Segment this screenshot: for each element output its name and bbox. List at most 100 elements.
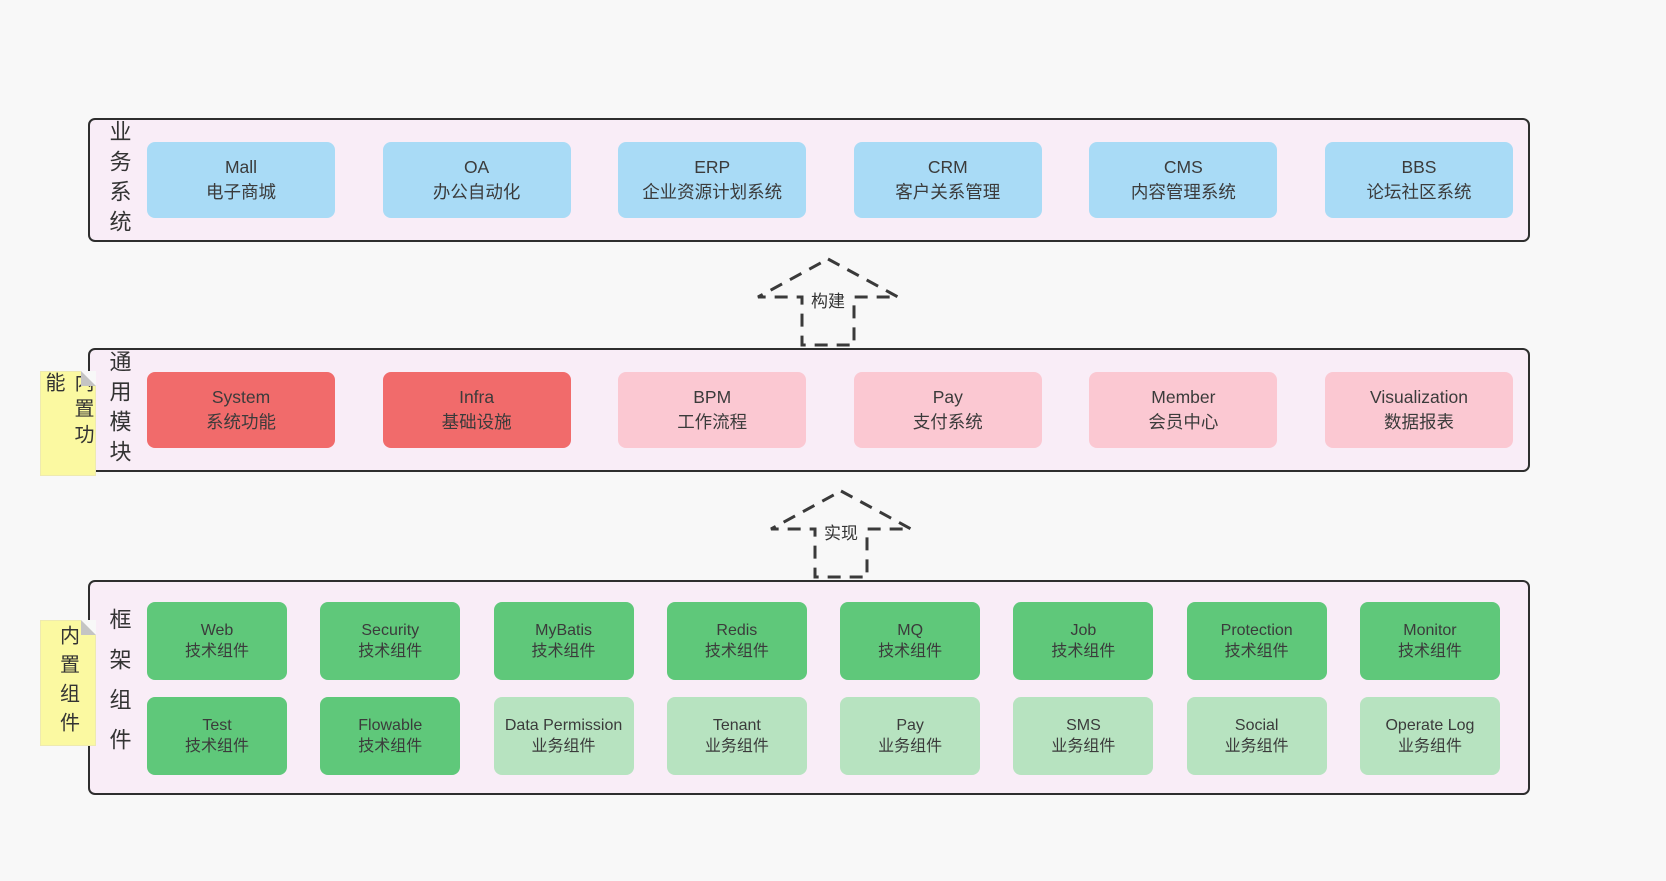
box-sms: SMS 业务组件	[1013, 697, 1154, 775]
box-flowable: Flowable 技术组件	[320, 697, 461, 775]
box-monitor: Monitor 技术组件	[1359, 602, 1500, 680]
box-mybatis: MyBatis 技术组件	[493, 602, 634, 680]
box-subtitle: 业务组件	[704, 738, 769, 755]
box-subtitle: 业务组件	[531, 738, 596, 755]
box-title: Job	[1070, 621, 1097, 639]
band-business-systems-boxes: Mall 电子商城 OA 办公自动化 ERP 企业资源计划系统 CRM 客户关系…	[147, 120, 1513, 240]
box-subtitle: 论坛社区系统	[1366, 182, 1472, 202]
box-erp: ERP 企业资源计划系统	[618, 142, 807, 218]
box-subtitle: 办公自动化	[432, 182, 521, 202]
box-title: Redis	[716, 621, 758, 639]
box-bbs: BBS 论坛社区系统	[1324, 142, 1513, 218]
box-system: System 系统功能	[147, 372, 335, 448]
box-title: BPM	[693, 386, 732, 407]
box-title: Data Permission	[504, 716, 623, 734]
box-tenant: Tenant 业务组件	[666, 697, 807, 775]
box-crm: CRM 客户关系管理	[853, 142, 1042, 218]
box-title: ERP	[694, 156, 731, 177]
box-subtitle: 技术组件	[878, 643, 943, 660]
band-business-systems-label: 业务系统	[106, 120, 132, 240]
band-common-modules-boxes: System 系统功能 Infra 基础设施 BPM 工作流程 Pay 支付系统…	[147, 350, 1513, 470]
box-title: BBS	[1401, 156, 1437, 177]
box-subtitle: 电子商城	[206, 182, 276, 202]
box-subtitle: 业务组件	[1397, 738, 1462, 755]
box-operate-log: Operate Log 业务组件	[1359, 697, 1500, 775]
box-title: SMS	[1066, 716, 1101, 734]
arrow-build-label: 构建	[806, 286, 850, 313]
box-pay: Pay 支付系统	[853, 372, 1042, 448]
box-member: Member 会员中心	[1089, 372, 1278, 448]
box-title: Pay	[896, 716, 924, 734]
box-title: Test	[202, 716, 232, 734]
note-built-in-components: 内置组件	[40, 620, 96, 746]
box-title: Monitor	[1403, 621, 1457, 639]
box-test: Test 技术组件	[147, 697, 287, 775]
box-title: CRM	[927, 156, 968, 177]
box-title: CMS	[1163, 156, 1203, 177]
box-title: Web	[200, 621, 234, 639]
box-mall: Mall 电子商城	[147, 142, 335, 218]
box-subtitle: 业务组件	[878, 738, 943, 755]
note-built-in-features: 内置功能	[40, 371, 96, 476]
box-subtitle: 技术组件	[704, 643, 769, 660]
box-subtitle: 会员中心	[1148, 412, 1219, 432]
box-subtitle: 企业资源计划系统	[642, 182, 783, 202]
box-subtitle: 技术组件	[358, 643, 423, 660]
box-oa: OA 办公自动化	[382, 142, 571, 218]
box-data-permission: Data Permission 业务组件	[493, 697, 634, 775]
box-title: Social	[1234, 716, 1279, 734]
box-subtitle: 内容管理系统	[1130, 182, 1236, 202]
box-visualization: Visualization 数据报表	[1324, 372, 1513, 448]
box-social: Social 业务组件	[1186, 697, 1327, 775]
box-title: Security	[361, 621, 420, 639]
band-framework-components-rows: Web 技术组件 Security 技术组件 MyBatis 技术组件 Redi…	[147, 602, 1500, 775]
framework-row-2: Test 技术组件 Flowable 技术组件 Data Permission …	[147, 697, 1500, 775]
box-title: Visualization	[1370, 386, 1468, 407]
box-subtitle: 技术组件	[531, 643, 596, 660]
box-subtitle: 技术组件	[1397, 643, 1462, 660]
box-title: Mall	[224, 156, 258, 177]
up-arrow-icon	[770, 489, 912, 579]
band-business-systems: 业务系统 Mall 电子商城 OA 办公自动化 ERP 企业资源计划系统 CRM…	[88, 118, 1530, 242]
box-subtitle: 业务组件	[1224, 738, 1289, 755]
box-bpm: BPM 工作流程	[618, 372, 807, 448]
band-common-modules-label: 通用模块	[106, 350, 132, 470]
box-protection: Protection 技术组件	[1186, 602, 1327, 680]
box-job: Job 技术组件	[1013, 602, 1154, 680]
box-title: Pay	[932, 386, 963, 407]
box-title: Operate Log	[1385, 716, 1475, 734]
framework-row-1: Web 技术组件 Security 技术组件 MyBatis 技术组件 Redi…	[147, 602, 1500, 680]
arrow-implement: 实现	[768, 488, 914, 580]
box-title: Protection	[1220, 621, 1293, 639]
box-subtitle: 技术组件	[1224, 643, 1289, 660]
box-mq: MQ 技术组件	[840, 602, 981, 680]
box-title: Infra	[459, 386, 495, 407]
box-subtitle: 工作流程	[677, 412, 748, 432]
box-infra: Infra 基础设施	[382, 372, 571, 448]
box-cms: CMS 内容管理系统	[1089, 142, 1278, 218]
box-subtitle: 技术组件	[1051, 643, 1116, 660]
box-redis: Redis 技术组件	[666, 602, 807, 680]
box-title: MyBatis	[535, 621, 593, 639]
box-title: Flowable	[358, 716, 423, 734]
box-subtitle: 技术组件	[184, 738, 249, 755]
band-framework-components-label: 框架组件	[106, 607, 132, 768]
box-subtitle: 基础设施	[441, 412, 512, 432]
box-subtitle: 支付系统	[912, 412, 983, 432]
band-common-modules: 通用模块 System 系统功能 Infra 基础设施 BPM 工作流程 Pay…	[88, 348, 1530, 472]
box-security: Security 技术组件	[320, 602, 461, 680]
box-title: Member	[1151, 386, 1216, 407]
box-title: Tenant	[712, 716, 761, 734]
arrow-build: 构建	[755, 256, 901, 348]
box-subtitle: 业务组件	[1051, 738, 1116, 755]
up-arrow-icon	[757, 257, 899, 347]
arrow-implement-label: 实现	[819, 518, 863, 545]
box-title: MQ	[897, 621, 924, 639]
box-subtitle: 数据报表	[1383, 412, 1454, 432]
box-subtitle: 技术组件	[184, 643, 249, 660]
box-subtitle: 系统功能	[206, 412, 276, 432]
box-pay-business: Pay 业务组件	[840, 697, 981, 775]
band-framework-components: 框架组件 Web 技术组件 Security 技术组件 MyBatis 技术组件…	[88, 580, 1530, 795]
box-web: Web 技术组件	[147, 602, 287, 680]
box-title: System	[211, 386, 271, 407]
